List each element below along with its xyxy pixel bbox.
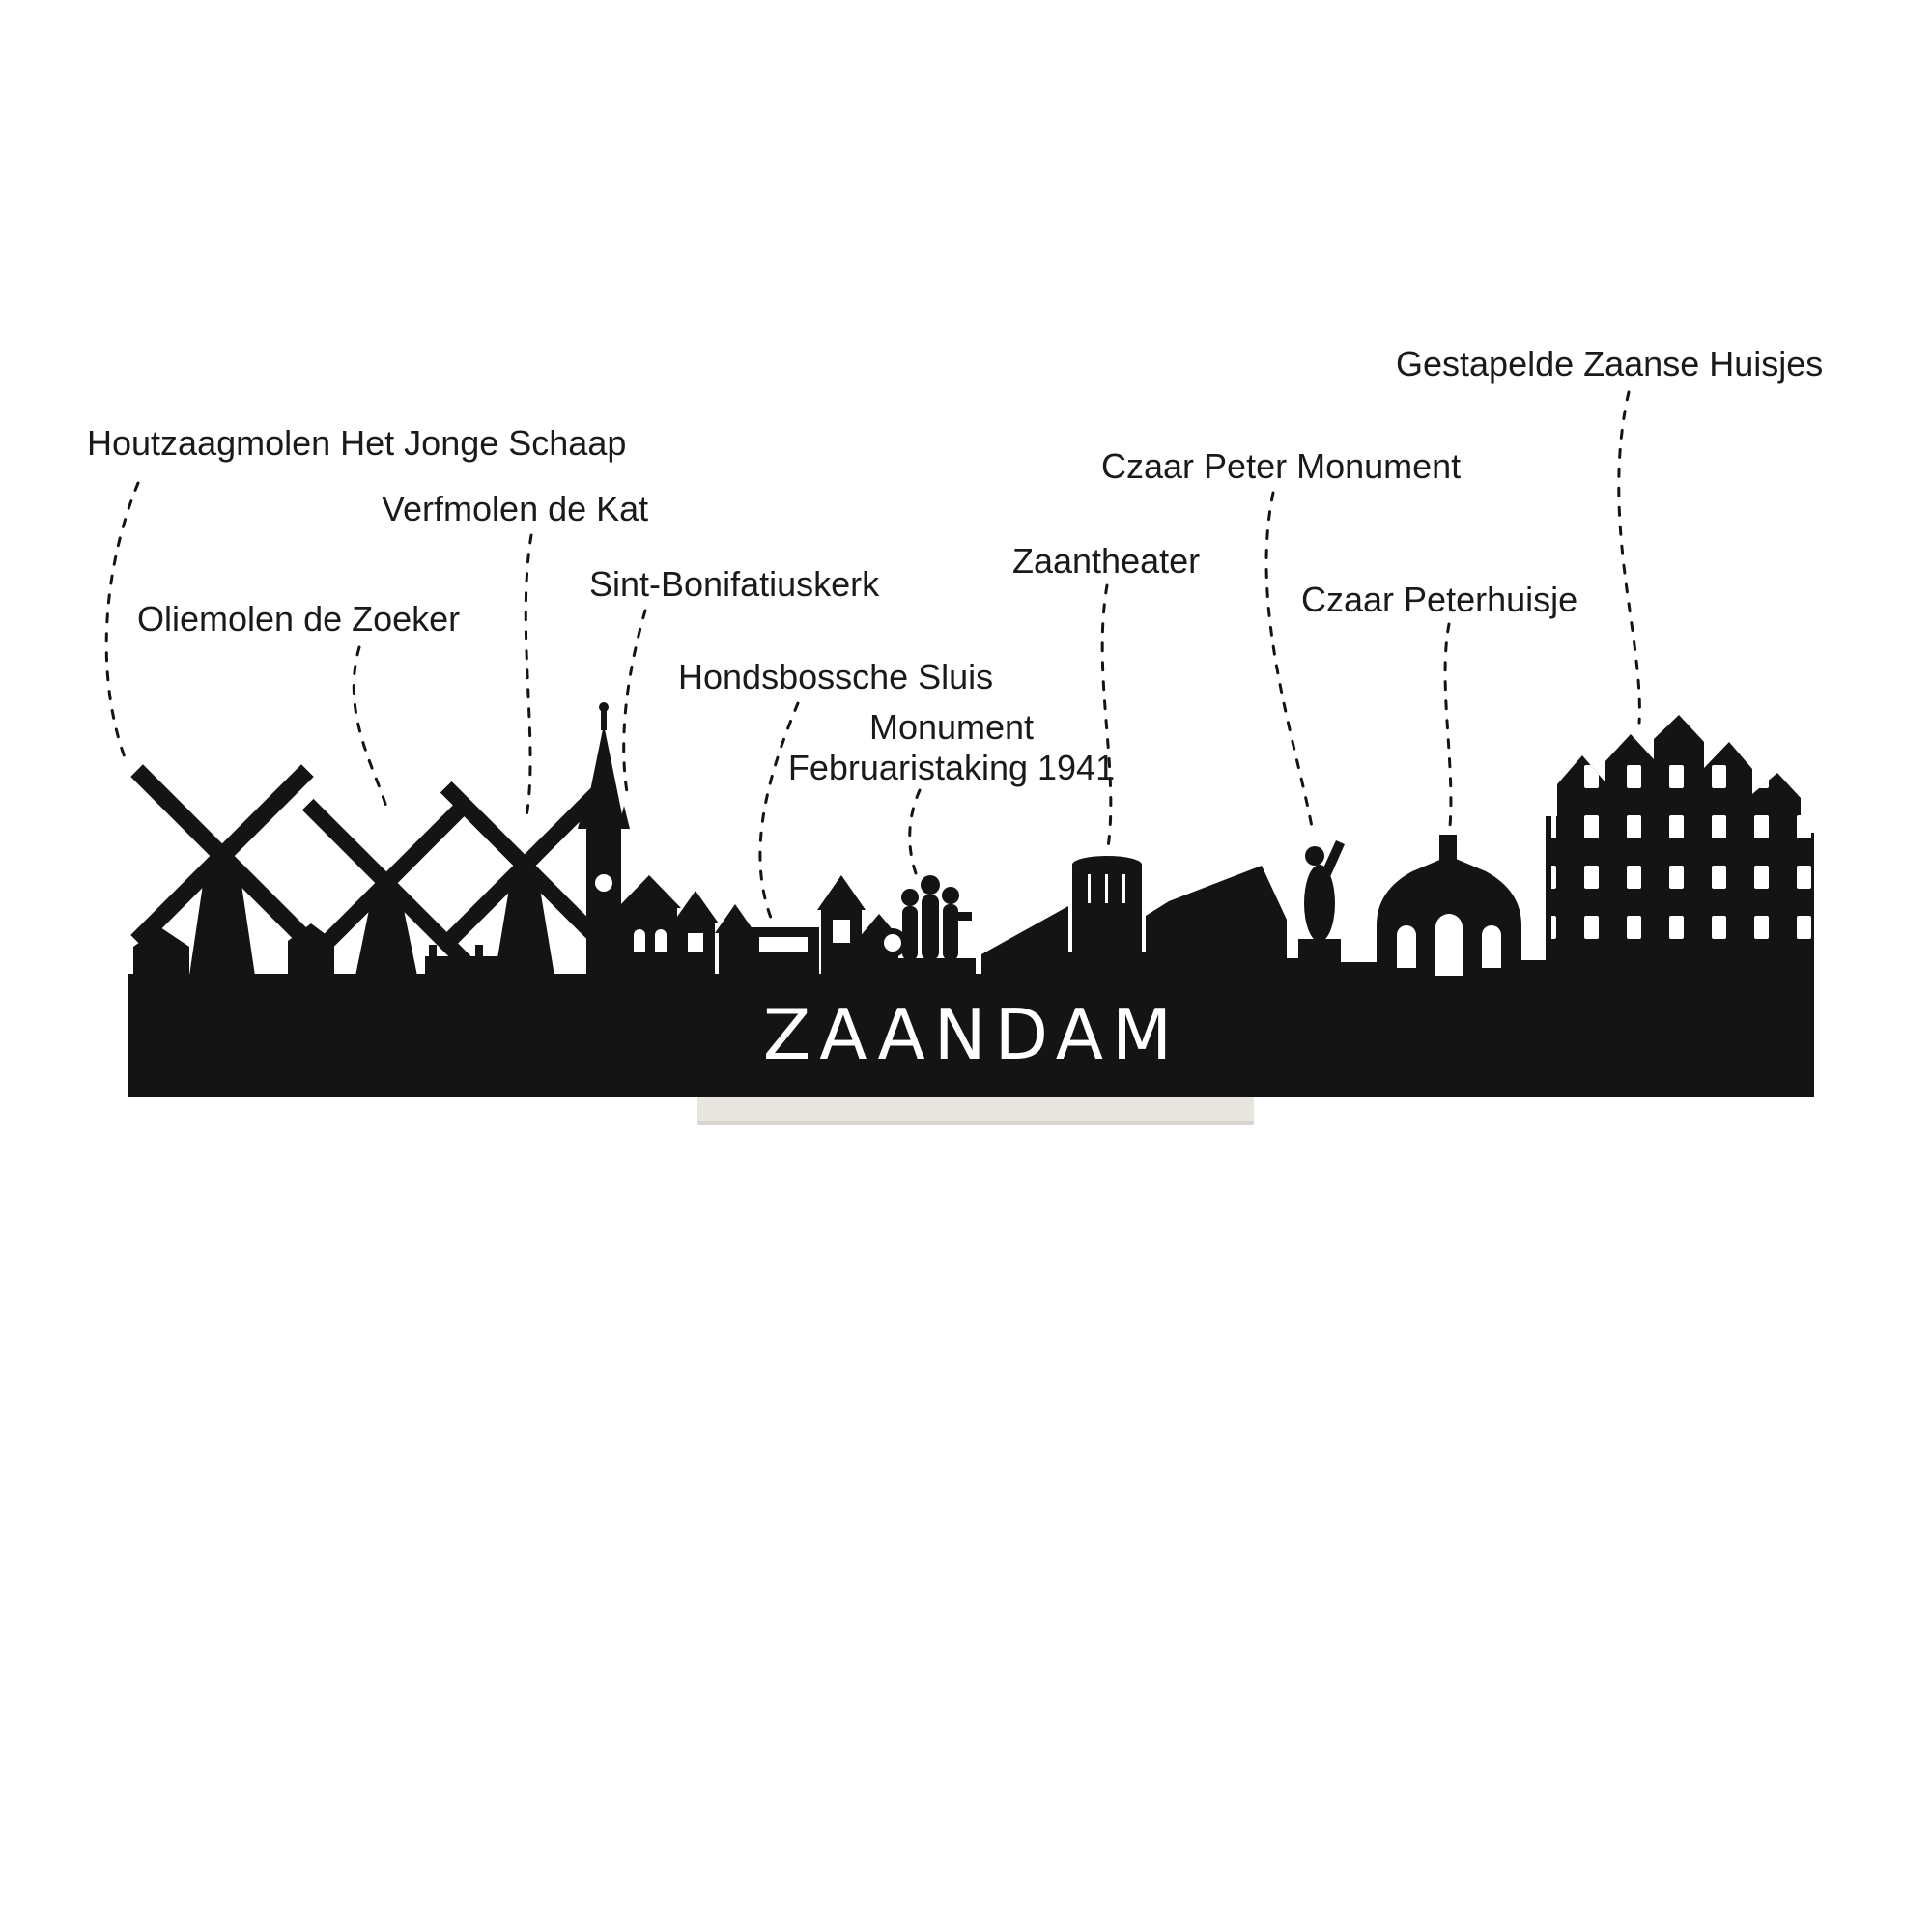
- leader-oliemolen: [352, 645, 390, 815]
- cylinder-stripe: [1122, 874, 1125, 903]
- display-stand: [697, 1094, 1254, 1125]
- monument-februaristaking: [878, 875, 976, 974]
- city-name: ZAANDAM: [763, 994, 1180, 1075]
- label-sint-bonifatiuskerk: Sint-Bonifatiuskerk: [589, 564, 880, 604]
- zaantheater-building: [981, 856, 1335, 976]
- windmill-het-jonge-schaap: [130, 764, 314, 976]
- label-oliemolen-de-zoeker: Oliemolen de Zoeker: [137, 599, 461, 639]
- peterhuisje-door-arch: [1435, 914, 1463, 976]
- hondsbossche-sluis: [748, 927, 819, 976]
- label-czaar-peterhuisje: Czaar Peterhuisje: [1301, 580, 1578, 619]
- windmill-de-zoeker: [301, 798, 471, 976]
- label-verfmolen-de-kat: Verfmolen de Kat: [382, 489, 649, 528]
- leader-czaar-peterhuisje: [1443, 622, 1453, 838]
- church-clock: [595, 874, 612, 892]
- house-window: [688, 933, 703, 952]
- cylinder-stripe: [1088, 874, 1091, 903]
- label-monument-line2: Februaristaking 1941: [787, 748, 1116, 788]
- leader-lines: [104, 390, 1641, 920]
- cylinder-stripe: [1105, 874, 1108, 903]
- label-monument-line1: Monument: [868, 707, 1035, 747]
- label-gestapelde-zaanse-huisjes: Gestapelde Zaanse Huisjes: [1396, 344, 1824, 384]
- base-plate: [128, 974, 1814, 1097]
- hotel-window-grid: [1551, 765, 1814, 964]
- church-window: [655, 929, 667, 952]
- church-window: [634, 929, 645, 952]
- church-sint-bonifatiuskerk: [578, 702, 681, 976]
- leader-monument: [908, 788, 922, 875]
- leader-zaantheater: [1100, 583, 1113, 856]
- bicycle-wheel-hub: [884, 934, 901, 952]
- leader-houtzaagmolen: [104, 481, 140, 767]
- leader-gestapelde-huisjes: [1617, 390, 1641, 724]
- silhouette-cutouts: ZAANDAM: [595, 765, 1814, 1075]
- leader-verfmolen: [524, 533, 533, 818]
- fence: [425, 945, 498, 976]
- peterhuisje-window-arch: [1397, 925, 1416, 968]
- label-houtzaagmolen-het-jonge-schaap: Houtzaagmolen Het Jonge Schaap: [87, 423, 627, 463]
- house-window: [833, 920, 850, 943]
- peterhuisje-window-arch: [1482, 925, 1501, 968]
- label-monument-februaristaking-1941: Monument Februaristaking 1941: [773, 707, 1130, 789]
- label-hondsbossche-sluis: Hondsbossche Sluis: [678, 657, 994, 696]
- leader-hondsbossche-sluis: [758, 701, 800, 920]
- windmill-de-kat: [440, 781, 610, 976]
- label-czaar-peter-monument: Czaar Peter Monument: [1101, 446, 1462, 486]
- leader-bonifatiuskerk: [622, 609, 647, 800]
- czaar-peter-monument-statue: [1298, 840, 1377, 976]
- leader-czaar-peter-monument: [1264, 491, 1314, 829]
- row-houses-a: [672, 891, 755, 976]
- label-zaantheater: Zaantheater: [1012, 541, 1201, 581]
